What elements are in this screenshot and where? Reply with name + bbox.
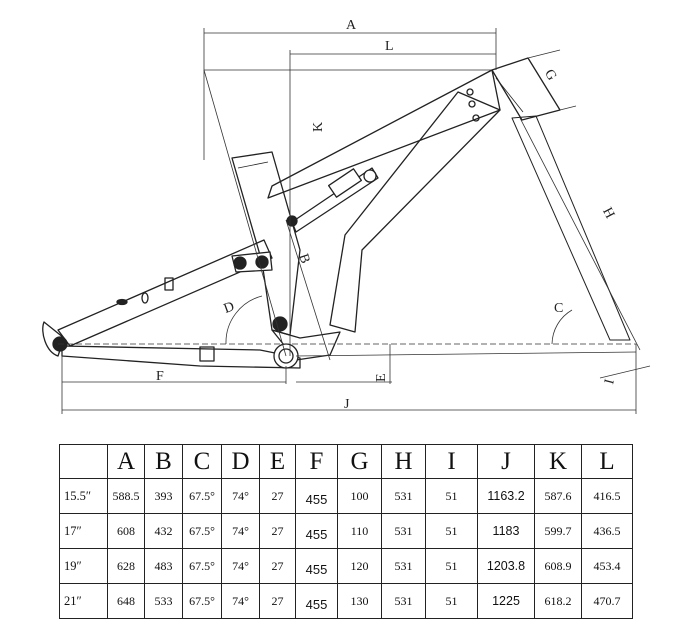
header-C: C [182,444,222,479]
cell-K: 599.7 [534,513,582,549]
label-J: J [344,397,350,412]
frame-geometry-drawing: A L K G H B D C F E J I [42,18,651,414]
header-F: F [295,444,338,479]
cell-K: 587.6 [534,478,582,514]
label-L: L [385,39,394,54]
cell-B: 483 [144,548,183,584]
cell-A: 588.5 [107,478,145,514]
cell-K: 608.9 [534,548,582,584]
cell-H: 531 [381,478,426,514]
dimension-lines [58,28,651,414]
header-K: K [534,444,582,479]
label-G: G [541,67,559,83]
cell-F: 455 [295,548,338,584]
cell-F: 455 [295,478,338,514]
header-size [59,444,108,479]
header-L: L [581,444,633,479]
label-D: D [222,299,237,317]
cell-B: 393 [144,478,183,514]
table-row: 15.5″ 588.5 393 67.5° 74° 27 455 100 531… [59,478,633,514]
cell-A: 608 [107,513,145,549]
label-E: E [374,373,389,382]
cell-C: 67.5° [182,583,222,619]
header-I: I [425,444,478,479]
cell-A: 628 [107,548,145,584]
cell-E: 27 [259,513,296,549]
label-B: B [295,252,312,266]
cell-L: 416.5 [581,478,633,514]
header-H: H [381,444,426,479]
cell-L: 470.7 [581,583,633,619]
header-B: B [144,444,183,479]
label-F: F [156,369,164,384]
cell-F: 455 [295,583,338,619]
cell-J: 1225 [477,583,535,619]
cell-J: 1183 [477,513,535,549]
header-G: G [337,444,382,479]
cell-size: 19″ [59,548,108,584]
cell-D: 74° [221,478,260,514]
cell-size: 21″ [59,583,108,619]
cell-G: 100 [337,478,382,514]
cell-J: 1203.8 [477,548,535,584]
cell-F: 455 [295,513,338,549]
label-K: K [311,122,326,132]
table-row: 17″ 608 432 67.5° 74° 27 455 110 531 51 … [59,513,633,549]
cell-G: 120 [337,548,382,584]
header-J: J [477,444,535,479]
cell-C: 67.5° [182,548,222,584]
cell-C: 67.5° [182,478,222,514]
cell-E: 27 [259,478,296,514]
cell-D: 74° [221,513,260,549]
label-I: I [602,377,618,385]
cell-H: 531 [381,583,426,619]
table-row: 19″ 628 483 67.5° 74° 27 455 120 531 51 … [59,548,633,584]
cell-L: 453.4 [581,548,633,584]
cell-E: 27 [259,583,296,619]
header-D: D [221,444,260,479]
cell-K: 618.2 [534,583,582,619]
cell-D: 74° [221,583,260,619]
frame-outline [42,57,631,369]
cell-C: 67.5° [182,513,222,549]
label-A: A [346,18,357,33]
cell-size: 17″ [59,513,108,549]
cell-E: 27 [259,548,296,584]
cell-H: 531 [381,513,426,549]
cell-size: 15.5″ [59,478,108,514]
cell-I: 51 [425,548,478,584]
cell-B: 432 [144,513,183,549]
cell-J: 1163.2 [477,478,535,514]
cell-H: 531 [381,548,426,584]
cell-A: 648 [107,583,145,619]
cell-L: 436.5 [581,513,633,549]
cell-B: 533 [144,583,183,619]
cell-I: 51 [425,513,478,549]
cell-G: 110 [337,513,382,549]
header-A: A [107,444,145,479]
geometry-table: A B C D E F G H I J K L 15.5″ 588.5 393 … [59,444,633,619]
cell-I: 51 [425,478,478,514]
label-H: H [599,205,617,221]
label-C: C [554,301,563,316]
header-E: E [259,444,296,479]
table-header-row: A B C D E F G H I J K L [59,444,633,479]
cell-I: 51 [425,583,478,619]
cell-G: 130 [337,583,382,619]
table-row: 21″ 648 533 67.5° 74° 27 455 130 531 51 … [59,583,633,619]
cell-D: 74° [221,548,260,584]
